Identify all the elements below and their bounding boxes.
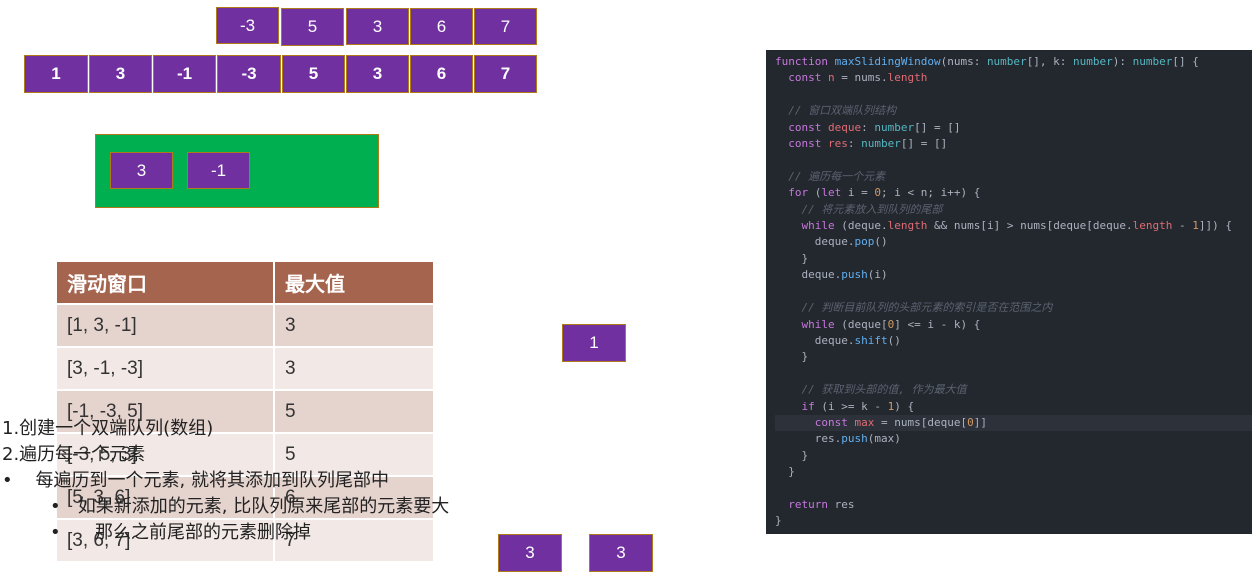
array-cell: -1 — [153, 55, 216, 93]
table-cell: [3, -1, -3] — [57, 346, 275, 390]
code-line: const max = nums[deque[0]] — [775, 414, 1252, 432]
table-cell: 5 — [274, 389, 435, 433]
table-cell: [5, 3, 6] — [57, 475, 275, 519]
note-line: 如果新添加的元素, 比队列原来尾部的元素要大 — [77, 496, 450, 517]
top-row-cell: 7 — [474, 8, 537, 45]
table-cell: 3 — [274, 303, 435, 347]
array-cell: 6 — [410, 55, 473, 93]
table-header-window: 滑动窗口 — [57, 262, 275, 304]
code-line — [775, 284, 1252, 300]
code-line — [775, 481, 1252, 497]
code-line: res.push(max) — [775, 432, 901, 446]
table-cell: 7 — [274, 518, 435, 561]
code-line: if (i >= k - 1) { — [801, 399, 915, 413]
deque-cell: -1 — [187, 152, 250, 189]
code-line: while (deque[0] <= i - k) { — [801, 317, 981, 331]
array-cell: 3 — [89, 55, 152, 93]
note-bullet: • 如果新添加的元素, 比队列原来尾部的元素要大 — [2, 494, 449, 520]
code-line: const n = nums.length — [788, 71, 928, 85]
note-line: 每遍历到一个元素, 就将其添加到队列尾部中 — [35, 470, 389, 491]
code-line: deque.push(i) — [775, 268, 888, 282]
table-cell: 5 — [274, 432, 435, 476]
result-box: 3 — [589, 534, 653, 572]
table-row: [-3, 5, 3]5 — [57, 432, 435, 476]
code-line: // 获取到头部的值, 作为最大值 — [775, 383, 967, 397]
code-line: } — [775, 251, 809, 265]
notes: 1.创建一个双端队列(数组) 2.遍历每一个元素 • 每遍历到一个元素, 就将其… — [2, 416, 449, 546]
code-line — [775, 87, 1252, 103]
code-line: for (let i = 0; i < n; i++) { — [788, 186, 981, 200]
table-row: [1, 3, -1]3 — [57, 303, 435, 347]
note-line: 2.遍历每一个元素 — [2, 444, 146, 465]
code-line: function maxSlidingWindow(nums: number[]… — [775, 55, 1199, 68]
table-row: [3, 6, 7]7 — [57, 518, 435, 561]
bullet-icon: • — [2, 470, 36, 491]
table-row: [5, 3, 6]6 — [57, 475, 435, 519]
table-cell: 3 — [274, 346, 435, 390]
window-max-table: 滑动窗口 最大值 [1, 3, -1]3 [3, -1, -3]3 [-1, -… — [57, 262, 435, 561]
table-cell: [3, 6, 7] — [57, 518, 275, 561]
code-line: // 将元素放入到队列的尾部 — [775, 202, 943, 216]
table-cell: [1, 3, -1] — [57, 303, 275, 347]
note-line: 1.创建一个双端队列(数组) — [2, 418, 214, 439]
code-line: } — [775, 448, 809, 462]
bullet-icon: • — [50, 522, 95, 543]
table-cell: [-1, -3, 5] — [57, 389, 275, 433]
table-cell: [-3, 5, 3] — [57, 432, 275, 476]
code-line: // 遍历每一个元素 — [775, 169, 886, 183]
table-cell: 6 — [274, 475, 435, 519]
code-line: // 判断目前队列的头部元素的索引是否在范围之内 — [775, 301, 1053, 315]
code-line: deque.pop() — [775, 235, 888, 249]
top-row-cell: 3 — [346, 8, 409, 45]
code-line — [775, 366, 1252, 382]
single-value-box: 1 — [562, 324, 626, 362]
code-line: // 窗口双端队列结构 — [775, 104, 897, 118]
table-row: [-1, -3, 5]5 — [57, 389, 435, 433]
code-line: const res: number[] = [] — [788, 137, 948, 151]
deque-cell: 3 — [110, 152, 173, 189]
code-line: while (deque.length && nums[i] > nums[de… — [801, 219, 1233, 233]
top-row-cell: -3 — [216, 7, 279, 44]
note-bullet: • 那么之前尾部的元素删除掉 — [2, 520, 449, 546]
table-row: [3, -1, -3]3 — [57, 346, 435, 390]
note-line: 那么之前尾部的元素删除掉 — [94, 522, 311, 543]
array-cell: -3 — [217, 55, 281, 93]
note-bullet: • 每遍历到一个元素, 就将其添加到队列尾部中 — [2, 468, 449, 494]
code-line: deque.shift() — [775, 333, 901, 347]
array-cell: 5 — [282, 55, 345, 93]
code-line: } — [775, 465, 795, 479]
top-row-cell: 6 — [410, 8, 473, 45]
bullet-icon: • — [50, 496, 78, 517]
code-editor: function maxSlidingWindow(nums: number[]… — [766, 50, 1252, 534]
code-line: } — [775, 350, 809, 364]
code-line: return res — [788, 497, 855, 511]
top-row-cell: 5 — [281, 8, 344, 46]
array-cell: 1 — [24, 55, 88, 93]
array-cell: 7 — [474, 55, 537, 93]
code-line — [775, 152, 1252, 168]
table-header-max: 最大值 — [274, 262, 435, 304]
array-cell: 3 — [346, 55, 409, 93]
code-line: } — [775, 514, 782, 528]
code-line: const deque: number[] = [] — [788, 120, 961, 134]
result-box: 3 — [498, 534, 562, 572]
